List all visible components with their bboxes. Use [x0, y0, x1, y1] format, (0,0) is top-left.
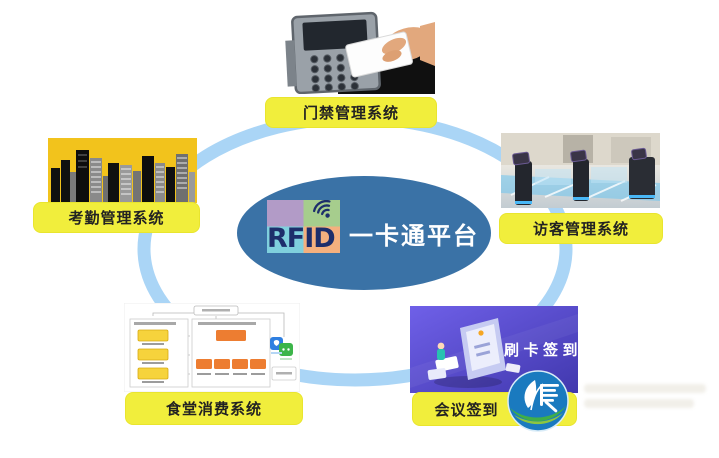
- attendance-image: [48, 138, 197, 203]
- node-label-text: 访客管理系统: [532, 220, 629, 238]
- wechat-alipay-icons: [270, 337, 293, 360]
- hand-with-card: [345, 22, 435, 78]
- swipe-sign-in-text: 刷卡签到: [504, 341, 578, 359]
- node-label-text: 会议签到: [434, 400, 499, 419]
- visitor-image: [501, 133, 660, 208]
- platform-center-ellipse: RFID 一卡通平台: [237, 176, 491, 290]
- card-swipe-reader-illustration: [282, 8, 435, 94]
- consumption-flowchart-illustration: [124, 303, 300, 392]
- canteen-image: [124, 303, 300, 392]
- node-label-text: 食堂消费系统: [165, 400, 262, 418]
- rfid-text: RFID: [267, 223, 335, 253]
- node-label-attendance: 考勤管理系统: [33, 202, 200, 233]
- wifi-icon: [312, 200, 331, 218]
- node-label-access-control: 门禁管理系统: [265, 97, 437, 128]
- turnstile-gates-illustration: [501, 133, 660, 208]
- rfid-wifi-logo-icon: RFID: [267, 200, 340, 253]
- node-label-text: 门禁管理系统: [302, 104, 399, 122]
- city-skyline-illustration: [48, 138, 197, 203]
- leaf-document-logo-icon: [506, 369, 570, 433]
- access-control-image: [282, 8, 435, 94]
- faint-watermark-line: [584, 399, 694, 408]
- rfid-logo: RFID: [267, 200, 340, 253]
- faint-watermark-text: [584, 384, 706, 414]
- node-label-text: 考勤管理系统: [68, 209, 165, 227]
- node-label-visitor: 访客管理系统: [499, 213, 663, 244]
- platform-title: 一卡通平台: [349, 221, 479, 250]
- faint-watermark-line: [584, 384, 706, 393]
- node-label-canteen: 食堂消费系统: [125, 392, 303, 425]
- cards-and-person: [427, 342, 521, 380]
